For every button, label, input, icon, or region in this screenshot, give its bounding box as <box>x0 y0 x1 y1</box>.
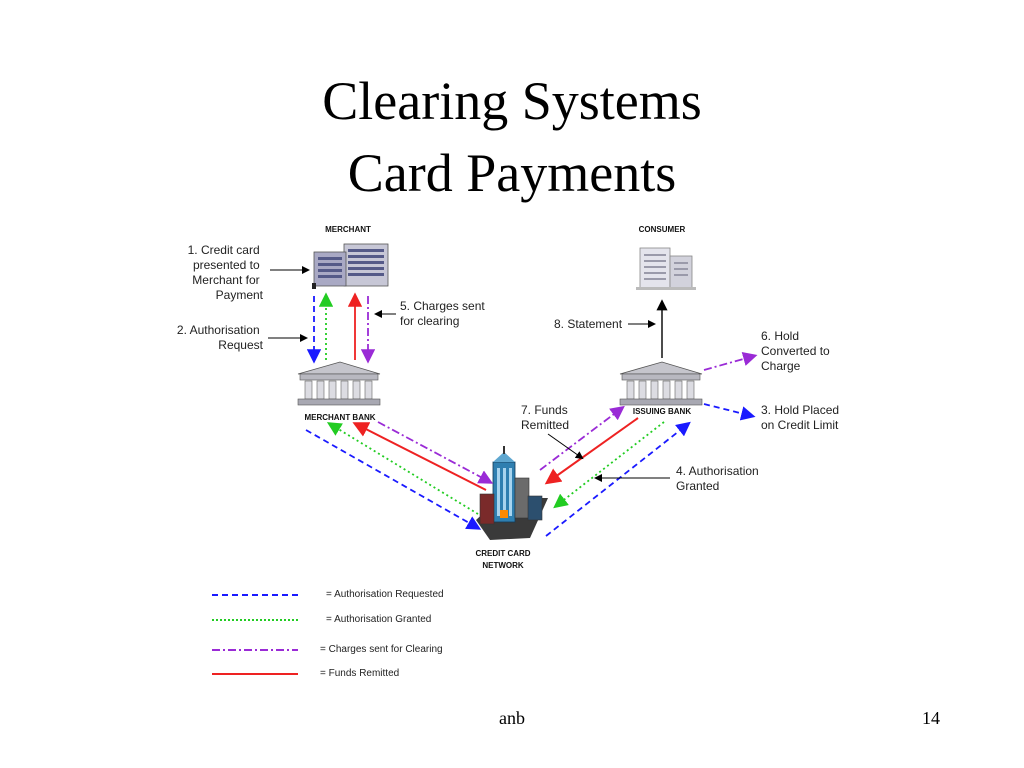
merchant-label: MERCHANT <box>325 225 371 234</box>
slide-title-line2: Card Payments <box>347 143 677 203</box>
funds-network-arrow <box>544 417 639 485</box>
auth-request-issuingbank-arrow <box>545 421 691 537</box>
charges-network-arrow <box>377 421 494 484</box>
pointer-step7 <box>547 433 584 460</box>
credit-card-network-icon <box>476 446 548 540</box>
merchant-bank-label: MERCHANT BANK <box>304 413 375 422</box>
page-number: 14 <box>922 708 940 728</box>
slide-title-line1: Clearing Systems <box>322 71 702 131</box>
step1-label: 1. Credit card presented to Merchant for… <box>188 243 264 302</box>
network-label-line2: NETWORK <box>482 561 524 570</box>
charges-issuingbank-arrow <box>539 405 625 471</box>
legend-label-auth-requested: = Authorisation Requested <box>326 589 444 600</box>
step3-label: 3. Hold Placed on Credit Limit <box>761 403 842 432</box>
auth-granted-merchantbank-arrow <box>326 422 479 515</box>
step6-label: 6. Hold Converted to Charge <box>761 329 833 373</box>
network-label-line1: CREDIT CARD <box>475 549 530 558</box>
hold-placed-arrow <box>703 403 756 421</box>
merchant-building-icon <box>312 243 389 289</box>
step7-label: 7. Funds Remitted <box>521 403 571 432</box>
legend-label-charges: = Charges sent for Clearing <box>320 644 443 655</box>
merchant-bank-icon <box>297 361 381 406</box>
issuing-bank-icon <box>619 361 703 406</box>
funds-merchantbank-arrow <box>352 422 487 491</box>
legend-label-auth-granted: = Authorisation Granted <box>326 614 431 625</box>
footer-author: anb <box>499 708 525 728</box>
legend-label-funds: = Funds Remitted <box>320 668 399 679</box>
step4-label: 4. Authorisation Granted <box>676 464 762 493</box>
step8-label: 8. Statement <box>554 317 623 331</box>
auth-request-network-arrow <box>305 429 482 530</box>
hold-converted-arrow <box>703 351 758 371</box>
legend: = Authorisation Requested = Authorisatio… <box>212 589 444 679</box>
step2-label: 2. Authorisation Request <box>177 323 264 352</box>
consumer-label: CONSUMER <box>639 225 686 234</box>
issuing-bank-label: ISSUING BANK <box>633 407 691 416</box>
consumer-building-icon <box>636 247 696 290</box>
step5-label: 5. Charges sent for clearing <box>400 299 488 328</box>
